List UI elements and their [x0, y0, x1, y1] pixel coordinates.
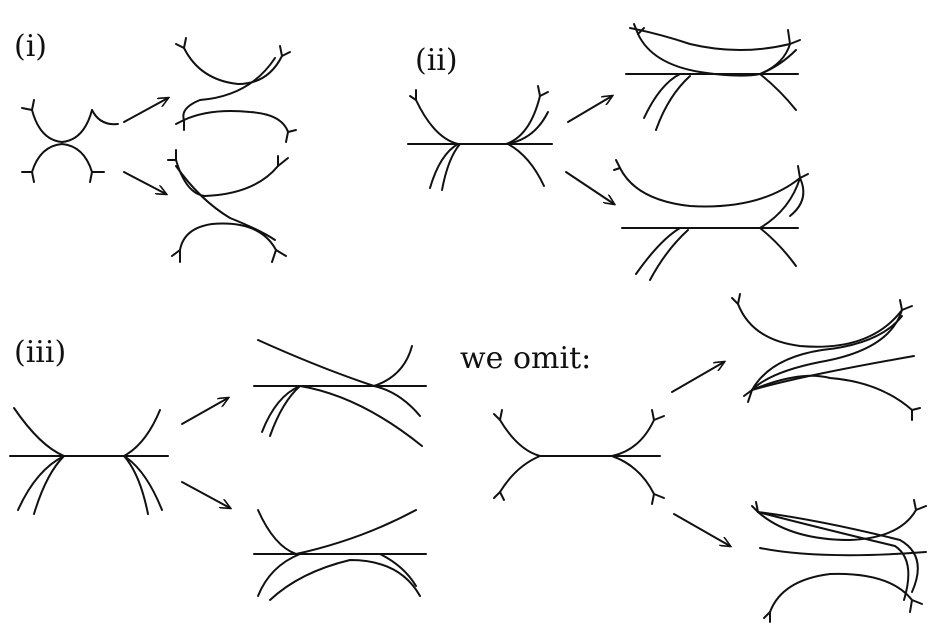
panel-iii-result-bottom — [253, 509, 427, 601]
panel-iii-result-top — [253, 339, 427, 447]
arrow-iii-up — [181, 398, 228, 425]
arrow-i-down — [123, 171, 166, 194]
panel-label-iii: (iii) — [14, 335, 66, 370]
arrow-ii-up — [567, 96, 612, 123]
arrow-omit-up — [671, 362, 724, 393]
omitted-moves — [493, 293, 927, 623]
panel-i-result-bottom — [167, 149, 289, 263]
panel-ii-source — [407, 85, 553, 191]
arrow-omit-down — [673, 513, 730, 546]
omitted-label: we omit: — [460, 341, 591, 376]
arrow-i-up — [123, 98, 168, 123]
panel-label-ii: (ii) — [415, 43, 458, 78]
omitted-result-top — [731, 293, 921, 421]
panel-i-source — [21, 99, 119, 183]
omitted-result-bottom — [751, 499, 927, 623]
panel-ii-result-bottom — [613, 159, 809, 281]
arrow-ii-down — [565, 171, 614, 204]
panel-ii-result-top — [625, 23, 801, 131]
panel-i-result-top — [175, 37, 297, 143]
panel-i — [21, 37, 297, 263]
panel-iii — [9, 339, 427, 601]
panel-iii-source — [9, 407, 169, 515]
omitted-source — [493, 409, 665, 505]
panel-label-i: (i) — [14, 29, 47, 64]
arrow-iii-down — [181, 481, 230, 508]
panel-ii — [407, 23, 809, 281]
